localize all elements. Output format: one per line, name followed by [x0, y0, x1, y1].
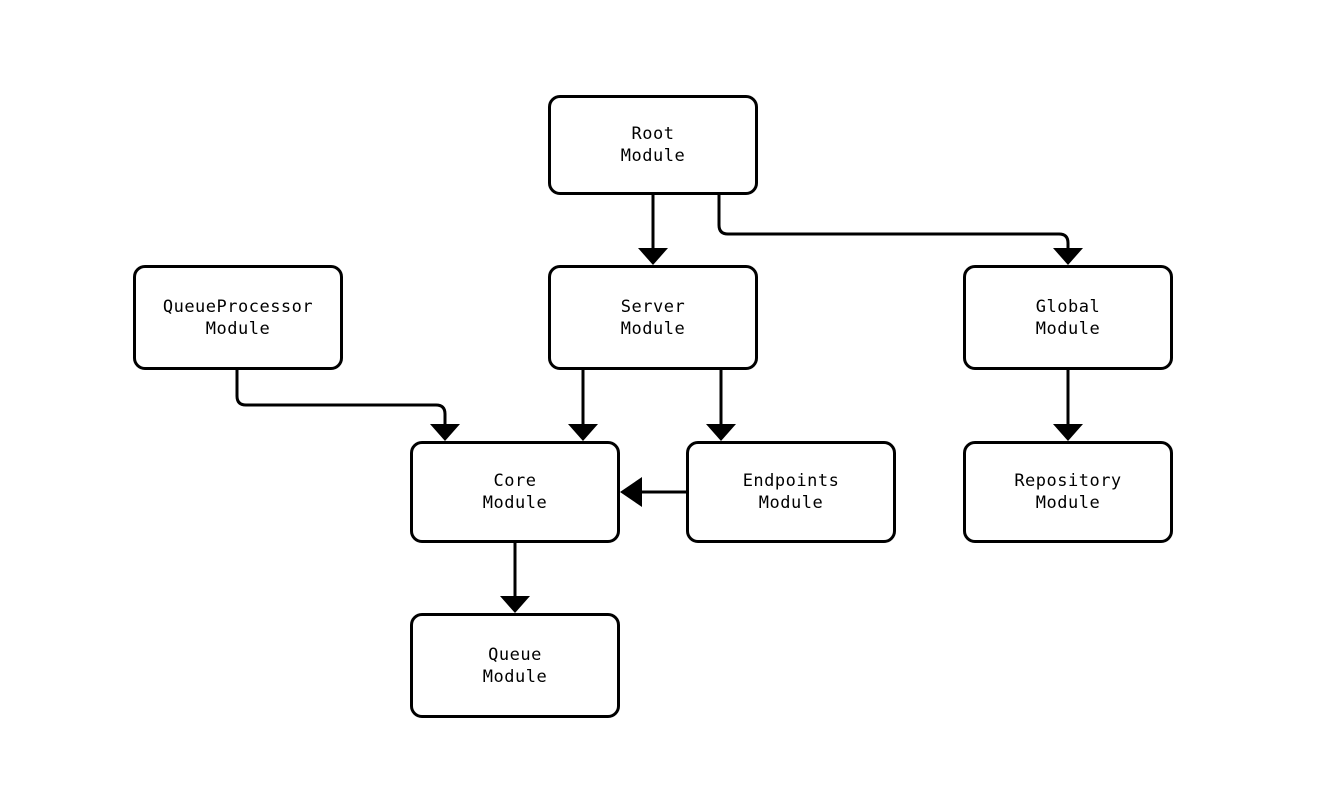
node-root-module-line1: Root [631, 124, 675, 144]
node-endpoints-module-line1: Endpoints [742, 471, 840, 491]
node-core-module-line1: Core [493, 471, 537, 491]
edge-core-to-queue [500, 543, 530, 613]
edge-root-to-server [638, 195, 668, 265]
node-server-module-line2: Module [620, 318, 686, 339]
node-queue-module-line2: Module [482, 666, 548, 687]
edge-queueprocessor-to-core [235, 370, 460, 441]
node-root-module-line2: Module [620, 146, 686, 166]
node-server-module-line1: Server [620, 296, 686, 317]
node-repository-module-line1: Repository [1014, 471, 1122, 491]
node-global-module[interactable]: Global Module [963, 265, 1173, 370]
node-queueprocessor-module-line2: Module [205, 318, 271, 339]
node-global-module-line1: Global [1035, 296, 1101, 317]
node-core-module-line2: Module [482, 493, 548, 513]
node-queueprocessor-module-line1: QueueProcessor [162, 296, 314, 317]
node-endpoints-module[interactable]: Endpoints Module [686, 441, 896, 543]
edge-server-to-core [568, 370, 598, 441]
node-endpoints-module-line2: Module [758, 493, 824, 513]
node-repository-module[interactable]: Repository Module [963, 441, 1173, 543]
node-queue-module[interactable]: Queue Module [410, 613, 620, 718]
edge-endpoints-to-core [620, 477, 686, 507]
edge-global-to-repository [1053, 370, 1083, 441]
node-core-module[interactable]: Core Module [410, 441, 620, 543]
node-repository-module-line2: Module [1035, 493, 1101, 513]
node-queue-module-line1: Queue [488, 644, 542, 665]
node-queueprocessor-module[interactable]: QueueProcessor Module [133, 265, 343, 370]
node-global-module-line2: Module [1035, 318, 1101, 339]
node-root-module[interactable]: Root Module [548, 95, 758, 195]
edge-server-to-endpoints [706, 370, 736, 441]
edge-root-to-global [717, 195, 1083, 265]
node-server-module[interactable]: Server Module [548, 265, 758, 370]
